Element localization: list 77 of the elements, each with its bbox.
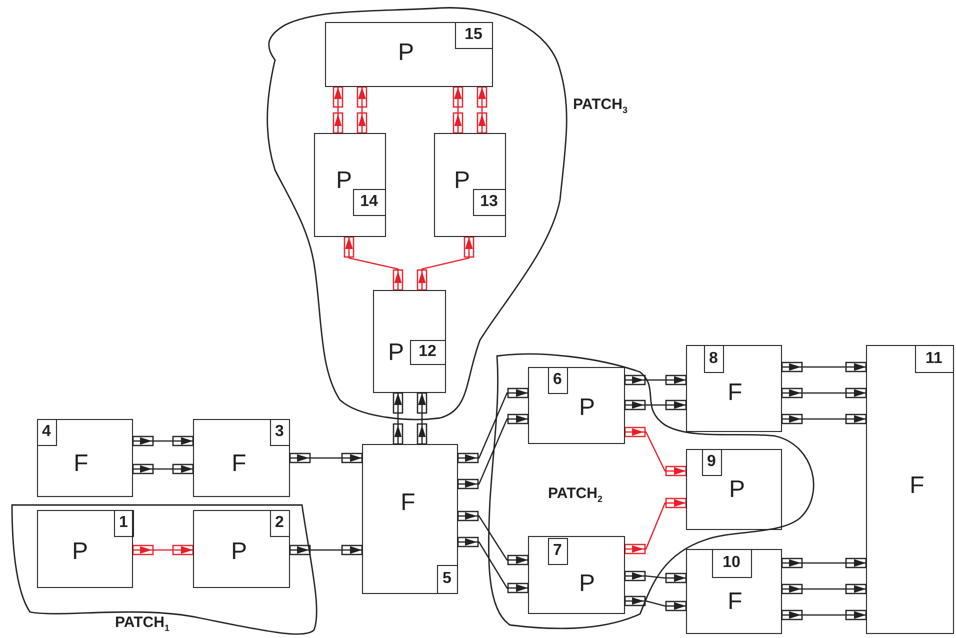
connector: [458, 389, 528, 459]
function-block: [528, 367, 625, 444]
function-block: [686, 449, 782, 530]
block-number: 5: [436, 564, 458, 594]
connector: [782, 363, 866, 371]
connector: [454, 87, 462, 133]
block-number: 12: [410, 340, 446, 364]
block-type-label: F: [74, 452, 88, 476]
patch-label: PATCH$_{2}$: [548, 485, 602, 504]
connector: [782, 415, 866, 423]
function-block: [686, 549, 782, 634]
connector: [290, 454, 362, 462]
block-type-label: F: [728, 381, 742, 405]
block-type-label: P: [398, 41, 414, 65]
function-block: [528, 536, 625, 614]
function-block: [193, 510, 290, 588]
block-type-label: P: [388, 341, 404, 365]
block-type-label: P: [336, 169, 352, 193]
connector: [290, 546, 362, 554]
block-number: 7: [548, 538, 568, 564]
block-type-label: P: [579, 572, 595, 596]
connector: [625, 376, 686, 384]
connector: [625, 431, 686, 475]
function-block: [37, 419, 133, 497]
connector: [478, 87, 486, 133]
connector: [334, 87, 342, 133]
block-number: 6: [548, 366, 568, 394]
connector: [394, 393, 402, 444]
connector: [782, 389, 866, 397]
connector: [358, 87, 366, 133]
block-number: 3: [270, 418, 290, 446]
function-block: [37, 510, 133, 588]
block-type-label: F: [728, 590, 742, 614]
block-number: 15: [454, 22, 492, 48]
block-type-label: F: [232, 452, 246, 476]
connector: [625, 499, 686, 550]
connector: [458, 541, 528, 592]
block-number: 10: [712, 548, 752, 578]
connector: [133, 546, 193, 554]
function-block: [434, 133, 506, 237]
connector: [458, 515, 528, 564]
connector: [782, 611, 866, 619]
block-type-label: P: [231, 540, 247, 564]
block-type-label: F: [400, 491, 416, 515]
connector: [458, 415, 528, 485]
function-block: [866, 345, 954, 634]
block-number: 2: [270, 510, 290, 536]
block-number: 14: [352, 188, 386, 216]
connector: [133, 437, 193, 445]
connector: [418, 393, 426, 444]
connector: [625, 574, 686, 582]
block-number: 9: [702, 448, 722, 476]
function-block: [373, 290, 446, 393]
connector: [625, 401, 686, 409]
patch-label: PATCH$_{1}$: [115, 614, 170, 633]
block-number: 1: [114, 510, 134, 536]
connector: [782, 585, 866, 593]
block-type-label: P: [72, 540, 88, 564]
function-block: [314, 133, 386, 237]
connector: [625, 600, 686, 610]
patch-label: PATCH$_{3}$: [573, 96, 628, 115]
connector: [782, 559, 866, 567]
block-type-label: P: [579, 396, 595, 420]
function-block: [686, 345, 782, 432]
block-type-label: F: [910, 474, 924, 498]
block-type-label: P: [454, 169, 470, 193]
block-type-label: P: [729, 478, 745, 502]
connector: [133, 465, 193, 473]
function-block: [193, 419, 290, 497]
block-number: 8: [704, 344, 724, 372]
block-number: 4: [36, 418, 56, 446]
function-block: [325, 22, 493, 87]
function-block: [362, 444, 458, 594]
block-number: 11: [914, 344, 954, 372]
block-number: 13: [472, 188, 506, 216]
connector: [421, 237, 473, 290]
connector: [345, 237, 399, 290]
